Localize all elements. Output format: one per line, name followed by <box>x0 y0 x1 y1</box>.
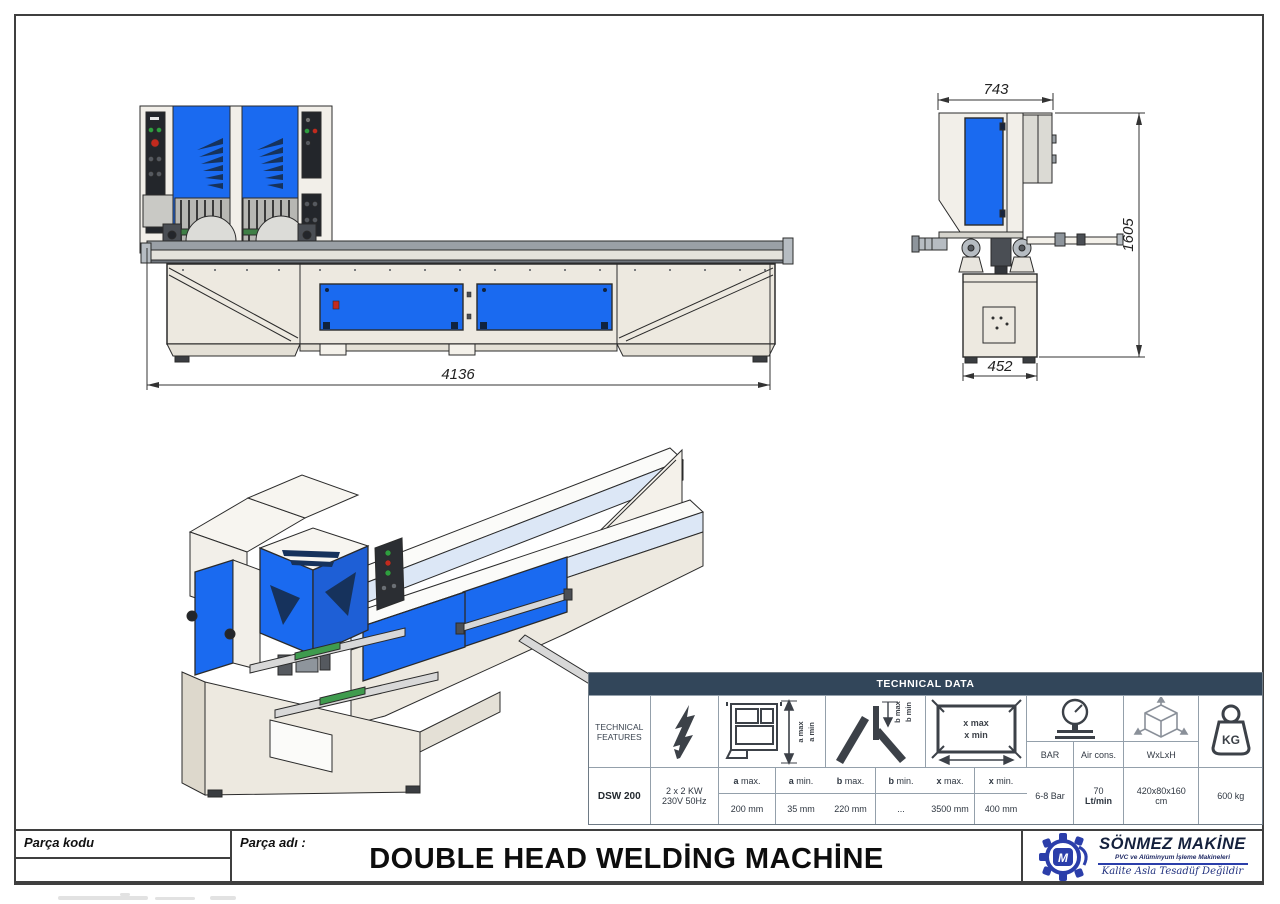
svg-text:b min: b min <box>904 701 913 721</box>
bar-subheader: BAR <box>1027 741 1075 767</box>
weight-value: 600 kg <box>1199 767 1262 824</box>
svg-text:b max: b max <box>893 700 902 723</box>
b-max-label: b max. <box>826 767 877 793</box>
company-slogan: Kalite Asla Tesadüf Değildir <box>1101 866 1244 878</box>
a-max-value: 200 mm <box>719 793 777 824</box>
frame-size-icon: x max x min <box>926 695 1028 767</box>
side-view-drawing: 743 1605 452 <box>911 81 1145 381</box>
weight-icon: KG <box>1199 695 1262 767</box>
features-header: TECHNICAL FEATURES <box>589 695 651 767</box>
side-top-dimension: 743 <box>983 81 1009 98</box>
company-subtitle: PVC ve Alüminyum İşleme Makineleri <box>1115 853 1230 861</box>
table-header: TECHNICAL DATA <box>589 673 1262 695</box>
isometric-view-drawing <box>181 447 704 798</box>
logo-text: SÖNMEZ MAKİNE PVC ve Alüminyum İşleme Ma… <box>1097 835 1248 878</box>
svg-text:a min: a min <box>807 721 816 741</box>
package-size-icon <box>1124 695 1200 741</box>
svg-text:M: M <box>1058 851 1069 865</box>
x-max-label: x max. <box>926 767 976 793</box>
pressure-value: 6-8 Bar <box>1027 767 1075 824</box>
x-max-value: 3500 mm <box>926 793 976 824</box>
pressure-gauge-icon <box>1027 695 1125 741</box>
svg-text:x min: x min <box>964 730 988 740</box>
corner-weld-icon: b max b min <box>826 695 927 767</box>
svg-text:KG: KG <box>1222 733 1240 747</box>
a-min-label: a min. <box>776 767 827 793</box>
part-code-divider <box>16 857 230 859</box>
x-min-value: 400 mm <box>975 793 1028 824</box>
svg-text:a max: a max <box>796 720 805 742</box>
air-subheader: Air cons. <box>1074 741 1125 767</box>
profile-section-icon: a max a min <box>719 695 827 767</box>
technical-data-table: TECHNICAL DATA TECHNICAL FEATURES DSW 20… <box>588 672 1263 825</box>
b-min-label: b min. <box>876 767 927 793</box>
a-max-label: a max. <box>719 767 777 793</box>
gear-logo-icon: M <box>1038 833 1088 881</box>
machine-title: DOUBLE HEAD WELDİNG MACHİNE <box>369 843 884 875</box>
b-max-value: 220 mm <box>826 793 877 824</box>
drawing-border <box>14 14 1264 883</box>
a-min-value: 35 mm <box>776 793 827 824</box>
part-code-label: Parça kodu <box>24 835 95 850</box>
x-min-label: x min. <box>975 767 1028 793</box>
front-width-dimension: 4136 <box>441 366 475 383</box>
electricity-icon <box>650 695 720 767</box>
company-name: SÖNMEZ MAKİNE <box>1099 835 1246 854</box>
title-block: Parça kodu Parça adı : DOUBLE HEAD WELDİ… <box>14 829 1264 885</box>
model-cell: DSW 200 <box>589 767 651 824</box>
air-value: 70 Lt/min <box>1074 767 1125 824</box>
part-code-cell: Parça kodu <box>16 831 232 883</box>
side-base-dimension: 452 <box>987 358 1013 375</box>
part-name-label: Parça adı : <box>240 835 306 850</box>
company-logo-cell: M SÖNMEZ MAKİNE PVC ve Alüminyum İşleme … <box>1023 831 1262 883</box>
logo-divider <box>1097 863 1248 866</box>
b-min-value: ... <box>876 793 927 824</box>
wlh-subheader: WxLxH <box>1124 741 1200 767</box>
svg-text:x max: x max <box>963 718 989 728</box>
power-cell: 2 x 2 KW 230V 50Hz <box>650 767 720 824</box>
front-view-drawing: 4136 <box>139 105 794 390</box>
part-name-cell: Parça adı : DOUBLE HEAD WELDİNG MACHİNE <box>232 831 1023 883</box>
package-dims-value: 420x80x160 cm <box>1124 767 1200 824</box>
side-height-dimension: 1605 <box>1120 218 1137 252</box>
